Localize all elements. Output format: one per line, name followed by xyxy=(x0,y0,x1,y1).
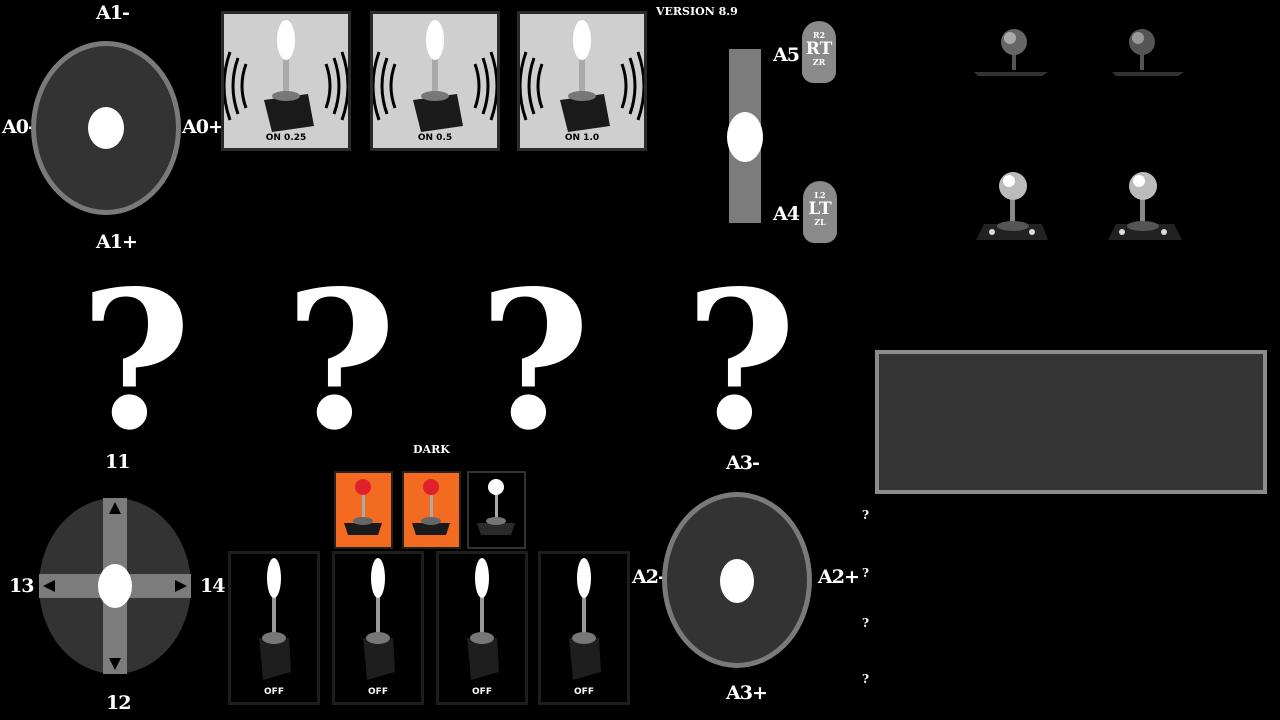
dpad-left-arrow-icon[interactable] xyxy=(41,578,57,594)
off-tile-caption: OFF xyxy=(472,687,492,697)
right-stick-left-label: A2- xyxy=(632,566,666,588)
left-stick-knob[interactable] xyxy=(88,107,124,149)
off-tile-caption: OFF xyxy=(574,687,594,697)
left-stick-left-label: A0- xyxy=(2,116,36,138)
dpad[interactable] xyxy=(39,498,191,674)
left-stick[interactable] xyxy=(31,41,181,215)
rumble-tile-caption: ON 0.5 xyxy=(417,133,453,143)
dpad-down-label: 12 xyxy=(106,692,131,714)
joystick-side-view-icon[interactable] xyxy=(970,168,1054,244)
left-stick-down-label: A1+ xyxy=(96,231,138,253)
white-joystick-icon xyxy=(477,479,515,535)
red-joystick-icon xyxy=(344,479,382,535)
right-stick-right-label: A2+ xyxy=(818,566,860,588)
unknown-button-4[interactable]: ? xyxy=(685,249,797,472)
dpad-down-arrow-icon[interactable] xyxy=(107,656,123,672)
theme-orange-button-2[interactable] xyxy=(402,471,461,549)
off-joystick-icon xyxy=(467,558,499,680)
red-joystick-icon xyxy=(412,479,450,535)
dpad-center-knob xyxy=(98,564,132,608)
lt-bottom-label: ZL xyxy=(814,217,826,227)
dpad-right-label: 14 xyxy=(200,575,225,597)
side-unknown-mark-3: ? xyxy=(862,616,870,630)
lt-trigger-button[interactable]: L2 LT ZL xyxy=(803,181,837,243)
lt-top-label: L2 xyxy=(814,190,826,200)
rt-bottom-label: ZR xyxy=(812,57,826,67)
rumble-tile-1[interactable]: ON 0.25 xyxy=(221,11,351,151)
axis-a4-label: A4 xyxy=(773,203,800,225)
left-stick-up-label: A1- xyxy=(96,2,130,24)
version-label: VERSION 8.9 xyxy=(656,5,738,18)
joystick-top-view-icon[interactable] xyxy=(970,14,1050,78)
info-panel xyxy=(875,350,1267,494)
theme-dark-button[interactable] xyxy=(467,471,526,549)
axis-a5-label: A5 xyxy=(773,44,800,66)
joystick-side-view-icon[interactable] xyxy=(1104,168,1188,244)
dpad-up-arrow-icon[interactable] xyxy=(107,500,123,516)
right-stick-knob[interactable] xyxy=(720,559,754,603)
unknown-button-2[interactable]: ? xyxy=(285,249,397,472)
off-tile-caption: OFF xyxy=(264,687,284,697)
rt-top-label: R2 xyxy=(812,30,826,40)
off-tile-3[interactable]: OFF xyxy=(436,551,528,705)
left-stick-right-label: A0+ xyxy=(182,116,224,138)
right-stick-up-label: A3- xyxy=(726,452,760,474)
off-tile-1[interactable]: OFF xyxy=(228,551,320,705)
rumble-joystick-icon xyxy=(222,20,350,132)
right-stick[interactable] xyxy=(662,492,812,668)
joystick-top-view-icon[interactable] xyxy=(1108,14,1188,78)
rumble-tile-3[interactable]: ON 1.0 xyxy=(517,11,647,151)
unknown-button-3[interactable]: ? xyxy=(479,249,591,472)
rumble-tile-caption: ON 1.0 xyxy=(564,133,600,143)
theme-orange-button-1[interactable] xyxy=(334,471,393,549)
off-tile-4[interactable]: OFF xyxy=(538,551,630,705)
trigger-axis-slider[interactable] xyxy=(727,49,763,223)
rumble-tile-caption: ON 0.25 xyxy=(265,133,307,143)
rumble-tile-2[interactable]: ON 0.5 xyxy=(370,11,500,151)
side-unknown-mark-2: ? xyxy=(862,566,870,580)
theme-label: DARK xyxy=(413,443,450,456)
off-joystick-icon xyxy=(363,558,395,680)
rumble-joystick-icon xyxy=(518,20,646,132)
side-unknown-mark-1: ? xyxy=(862,508,870,522)
rt-trigger-button[interactable]: R2 RT ZR xyxy=(802,21,836,83)
right-stick-down-label: A3+ xyxy=(726,682,768,704)
off-tile-caption: OFF xyxy=(368,687,388,697)
rt-main-label: RT xyxy=(805,39,833,59)
side-unknown-mark-4: ? xyxy=(862,672,870,686)
trigger-axis-knob[interactable] xyxy=(727,112,763,162)
unknown-button-1[interactable]: ? xyxy=(80,249,192,472)
off-tile-2[interactable]: OFF xyxy=(332,551,424,705)
lt-main-label: LT xyxy=(808,199,832,219)
button-11-label: 11 xyxy=(105,451,130,473)
dpad-left-label: 13 xyxy=(9,575,34,597)
dpad-right-arrow-icon[interactable] xyxy=(173,578,189,594)
off-joystick-icon xyxy=(569,558,601,680)
rumble-joystick-icon xyxy=(371,20,499,132)
off-joystick-icon xyxy=(259,558,291,680)
